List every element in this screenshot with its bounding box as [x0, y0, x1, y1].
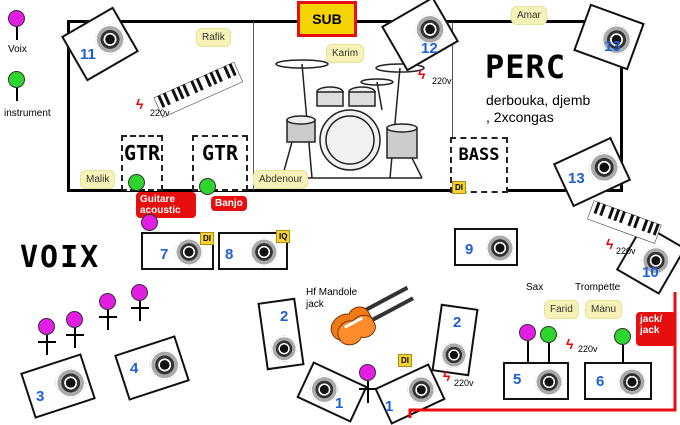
drum-kit-image [262, 40, 442, 180]
legend-voice-label: Voix [8, 44, 27, 55]
monitor-number: 5 [513, 371, 522, 388]
mic-stand-icon [131, 307, 149, 309]
di-box: DI [398, 354, 412, 367]
label-guitare: Guitare acoustic [136, 192, 196, 218]
monitor-number: 13 [604, 38, 621, 55]
monitor-number: 7 [160, 246, 169, 263]
speaker-icon [535, 368, 563, 396]
di-box: DI [200, 232, 214, 245]
mic-stand-icon [16, 88, 18, 101]
mic-stand-icon [548, 343, 550, 363]
perc-description: , 2xcongas [486, 109, 554, 125]
power-bolt-icon: ϟ [136, 96, 144, 112]
di-box: DI [452, 181, 466, 194]
callout-malik: Malik [80, 170, 116, 189]
monitor-number: 6 [596, 373, 605, 390]
monitor-number: 1 [335, 395, 344, 412]
callout-karim: Karim [326, 44, 365, 63]
voix-title: VOIX [20, 240, 101, 275]
hf-mandole-label: jack [306, 299, 324, 310]
instrument-mic-icon [128, 174, 145, 191]
trompette-label: Trompette [575, 282, 621, 293]
mic-stand-icon [107, 310, 109, 330]
mic-stand-icon [46, 335, 48, 355]
monitor-number: 2 [453, 314, 462, 331]
callout-rafik: Rafik [196, 28, 231, 47]
mic-stand-icon [622, 345, 624, 363]
monitor-number: 10 [642, 264, 659, 281]
gtr-amp: GTR [192, 135, 248, 191]
mic-stand-icon [359, 388, 377, 390]
voltage-label: 220v [150, 108, 170, 118]
monitor-9 [454, 228, 518, 266]
mic-stand-icon [16, 27, 18, 40]
speaker-icon [486, 234, 514, 262]
perc-title: PERC [485, 48, 567, 86]
monitor-number: 2 [280, 308, 289, 325]
keyboard-image [586, 199, 663, 245]
perc-description: derbouka, djemb [486, 92, 591, 108]
voltage-label: 220v [454, 378, 474, 388]
power-bolt-icon: ϟ [566, 336, 574, 352]
voltage-label: 220v [432, 76, 452, 86]
monitor-number: 13 [568, 170, 585, 187]
keyboard-image [153, 61, 251, 134]
voltage-label: 220v [578, 344, 598, 354]
instrument-mic-icon [614, 328, 631, 345]
monitor-5 [503, 362, 569, 400]
label-banjo: Banjo [211, 196, 247, 211]
mic-stand-icon [139, 301, 141, 321]
iq-box: IQ [276, 230, 291, 243]
instrument-mic-icon [199, 178, 216, 195]
callout-farid: Farid [544, 300, 579, 319]
voice-mic-icon [38, 318, 55, 335]
mic-stand-icon [66, 334, 84, 336]
monitor-number: 8 [225, 246, 234, 263]
stage-divider [253, 22, 254, 190]
voice-mic-icon [66, 311, 83, 328]
mic-stand-icon [99, 316, 117, 318]
voltage-label: 220v [616, 246, 636, 256]
speaker-icon [175, 238, 203, 266]
power-bolt-icon: ϟ [443, 368, 451, 384]
power-bolt-icon: ϟ [606, 236, 614, 252]
voice-mic-icon [519, 324, 536, 341]
mic-stand-icon [38, 341, 56, 343]
sub-label: SUB [300, 4, 354, 34]
speaker-icon [618, 368, 646, 396]
instrument-mic-icon [540, 326, 557, 343]
monitor-number: 3 [36, 388, 45, 405]
sax-label: Sax [526, 282, 544, 293]
callout-amar: Amar [511, 6, 547, 25]
monitor-number: 4 [130, 360, 139, 377]
voice-mic-icon [141, 214, 158, 231]
monitor-number: 9 [465, 241, 474, 258]
speaker-icon [250, 238, 278, 266]
guitar-image [324, 284, 420, 354]
mic-stand-icon [74, 328, 76, 348]
monitor-number: 11 [80, 46, 96, 63]
label-jack: jack/ jack [636, 312, 676, 346]
monitor-number: 12 [421, 40, 438, 57]
instrument-mic-icon [8, 71, 25, 88]
hf-mandole-label: Hf Mandole [306, 287, 358, 298]
voice-mic-icon [99, 293, 116, 310]
callout-manu: Manu [585, 300, 623, 319]
voice-mic-icon [131, 284, 148, 301]
mic-stand-icon [367, 381, 369, 403]
mic-stand-icon [527, 341, 529, 363]
stage-divider [452, 22, 453, 190]
power-bolt-icon: ϟ [418, 66, 426, 82]
monitor-6 [584, 362, 652, 400]
voice-mic-icon [359, 364, 376, 381]
monitor-7 [141, 232, 214, 270]
callout-abdenour: Abdenour [253, 170, 309, 189]
legend-instrument-label: instrument [4, 108, 51, 119]
monitor-number: 1 [385, 398, 394, 415]
voice-mic-icon [8, 10, 25, 27]
